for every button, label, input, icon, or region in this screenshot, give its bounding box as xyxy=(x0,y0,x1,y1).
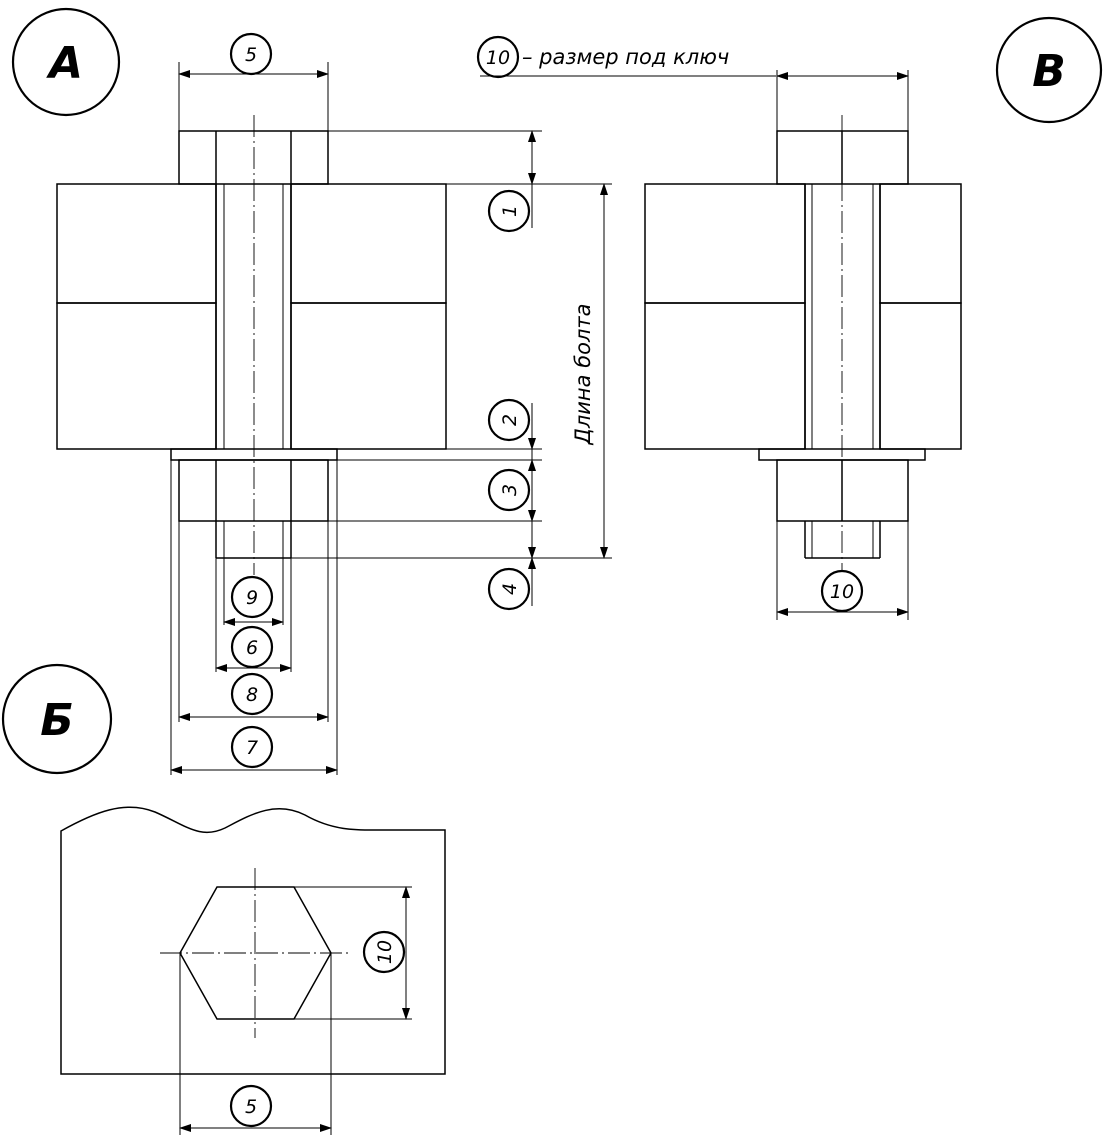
lower-plate-left xyxy=(56,302,217,450)
bolt-head xyxy=(178,130,329,185)
svg-text:5: 5 xyxy=(245,44,257,66)
dimension-bolt-length: Длина болта xyxy=(571,183,608,559)
svg-text:4: 4 xyxy=(499,583,521,595)
plate-outline-b xyxy=(60,806,446,1075)
upper-plate-left-v xyxy=(644,183,806,304)
svg-text:В: В xyxy=(1032,46,1066,97)
svg-text:2: 2 xyxy=(499,414,521,426)
view-a: А xyxy=(11,7,612,775)
lower-plate-right-v xyxy=(879,302,962,450)
dimension-2-washer: 2 xyxy=(487,398,536,460)
upper-plate-right xyxy=(290,183,447,304)
view-label-b: Б xyxy=(1,663,113,775)
dimension-1-head-height: 1 xyxy=(487,130,536,233)
svg-text:3: 3 xyxy=(499,484,521,496)
svg-text:1: 1 xyxy=(499,205,521,217)
dimension-3-nut: 3 xyxy=(487,459,536,522)
svg-text:А: А xyxy=(46,38,83,89)
svg-text:10: 10 xyxy=(830,581,854,603)
view-label-v: В xyxy=(995,16,1103,124)
dimension-9: 9 xyxy=(223,575,284,626)
svg-text:7: 7 xyxy=(246,737,258,759)
nut xyxy=(178,459,329,522)
dimension-8: 8 xyxy=(178,672,329,721)
svg-text:– размер под ключ: – размер под ключ xyxy=(522,45,729,69)
lower-plate-left-v xyxy=(644,302,806,450)
dimension-4-protrusion: 4 xyxy=(487,521,536,611)
svg-text:10: 10 xyxy=(486,47,510,69)
svg-text:Длина болта: Длина болта xyxy=(571,303,595,445)
dimension-5-corners: 5 xyxy=(179,953,332,1135)
upper-plate-left xyxy=(56,183,217,304)
svg-text:5: 5 xyxy=(245,1096,257,1118)
svg-text:6: 6 xyxy=(246,637,258,659)
view-b: Б 10 5 xyxy=(1,663,446,1135)
svg-text:8: 8 xyxy=(246,684,258,706)
dimension-5-head: 5 xyxy=(178,32,329,78)
upper-plate-right-v xyxy=(879,183,962,304)
view-v: В xyxy=(644,16,1103,620)
dimension-10-nut: 10 xyxy=(776,521,909,620)
view-label-a: А xyxy=(11,7,121,117)
dimension-7: 7 xyxy=(170,725,338,774)
lower-plate-right xyxy=(290,302,447,450)
legend-wrench-size: 10 – размер под ключ xyxy=(476,35,776,79)
dimension-10-flats: 10 xyxy=(294,886,412,1020)
dimension-6: 6 xyxy=(215,625,292,672)
svg-text:9: 9 xyxy=(246,587,258,609)
svg-text:Б: Б xyxy=(40,695,74,746)
svg-text:10: 10 xyxy=(374,940,396,964)
